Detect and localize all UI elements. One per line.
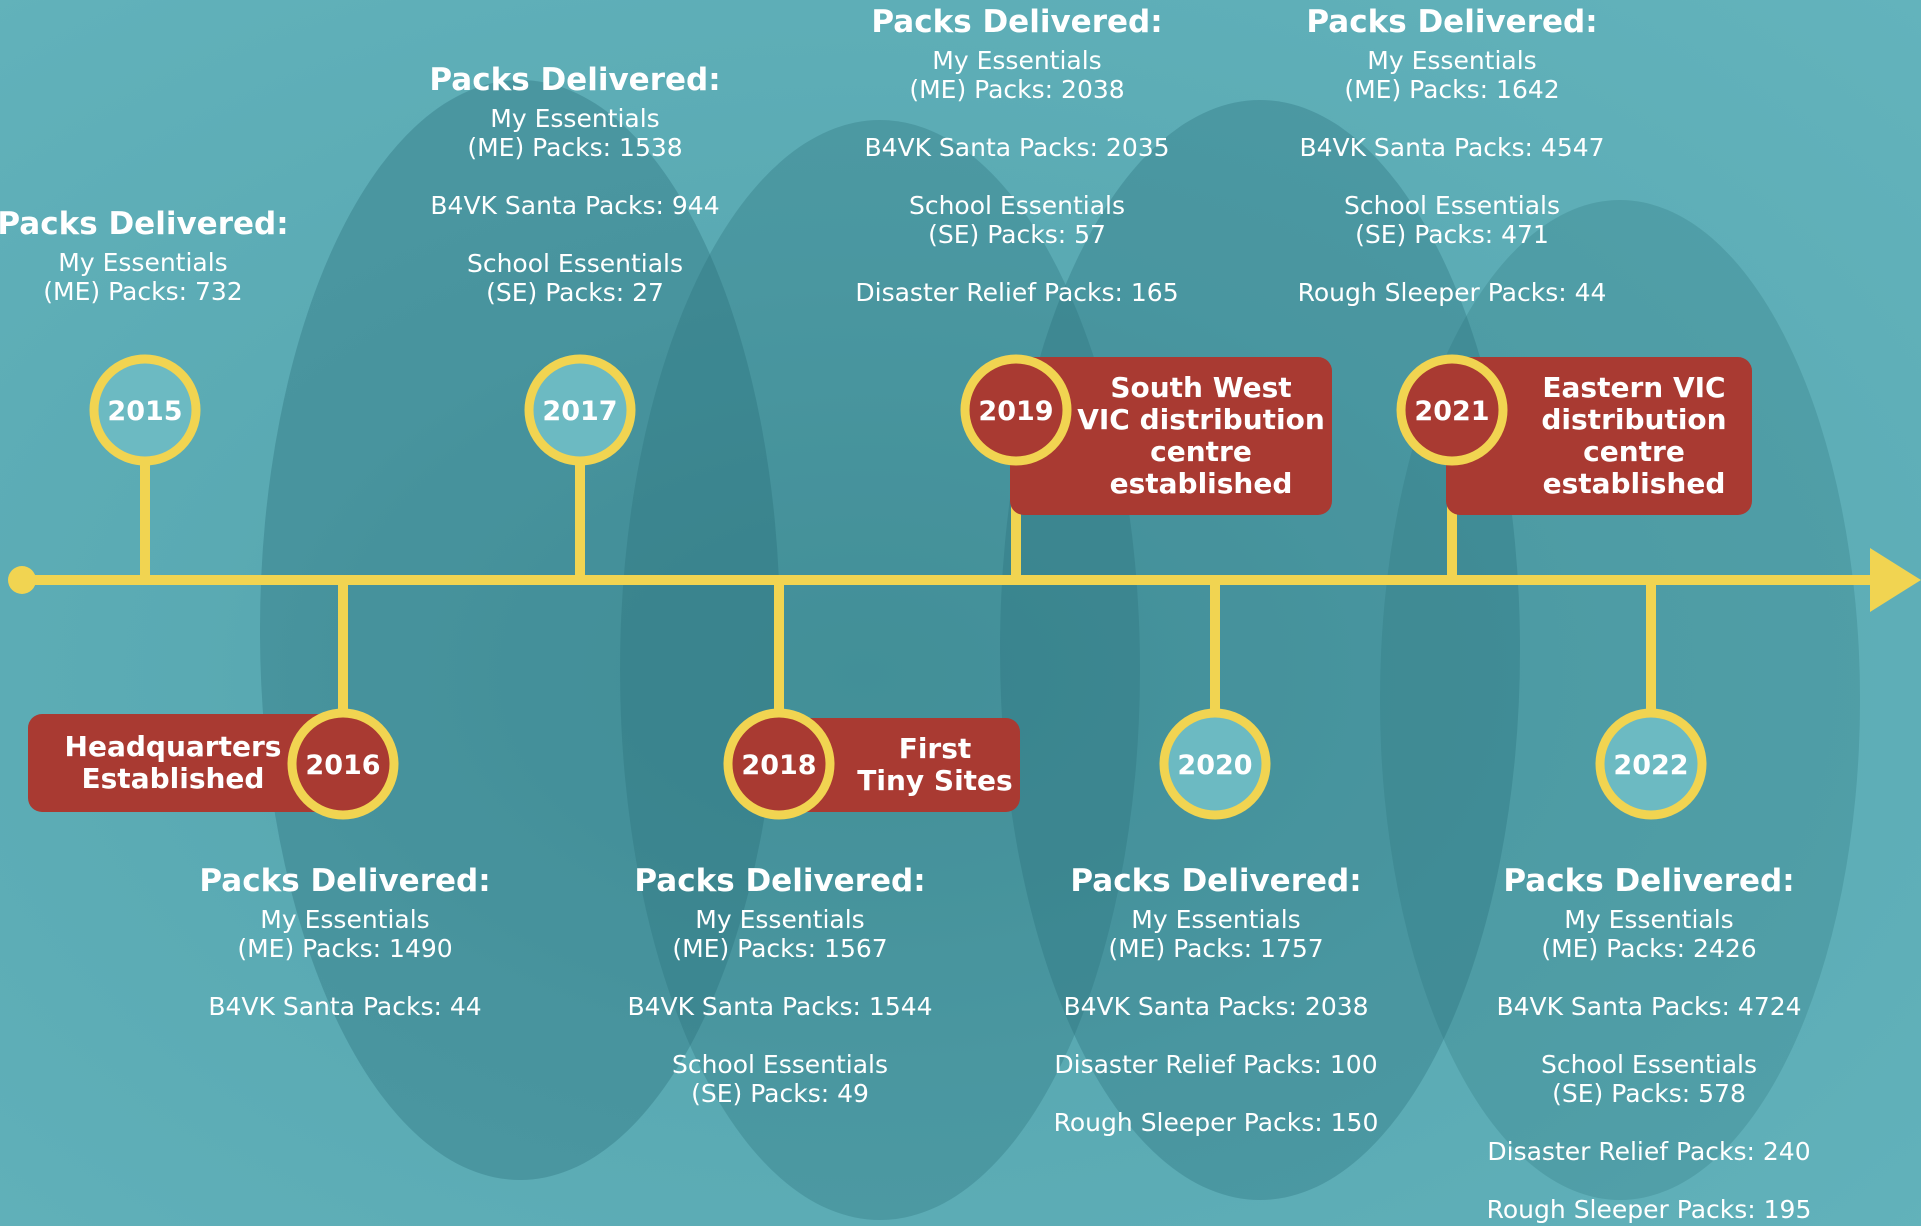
info-heading: Packs Delivered: <box>429 62 721 98</box>
info-item: My Essentials (ME) Packs: 1642 <box>1344 46 1560 104</box>
info-item: School Essentials (SE) Packs: 57 <box>908 191 1126 249</box>
year-circle <box>1159 708 1271 820</box>
info-2016: Packs Delivered: My Essentials (ME) Pack… <box>115 861 575 1021</box>
info-item: School Essentials (SE) Packs: 471 <box>1343 191 1561 249</box>
year-node-2015: 2015 <box>89 354 201 466</box>
info-item: My Essentials (ME) Packs: 732 <box>43 248 243 306</box>
info-item: Disaster Relief Packs: 100 <box>1054 1050 1378 1079</box>
year-circle <box>1595 708 1707 820</box>
year-node-2019: 2019 <box>960 354 1072 466</box>
year-circle <box>1396 354 1508 466</box>
info-2017: Packs Delivered: My Essentials (ME) Pack… <box>345 60 805 307</box>
info-item: Rough Sleeper Packs: 195 <box>1486 1195 1812 1224</box>
info-item: My Essentials (ME) Packs: 1538 <box>467 104 683 162</box>
info-item: My Essentials (ME) Packs: 2426 <box>1541 905 1757 963</box>
info-item: School Essentials (SE) Packs: 578 <box>1540 1050 1758 1108</box>
year-node-2022: 2022 <box>1595 708 1707 820</box>
info-item: B4VK Santa Packs: 44 <box>208 992 482 1021</box>
year-circle <box>960 354 1072 466</box>
info-item: Rough Sleeper Packs: 150 <box>1053 1108 1379 1137</box>
info-item: B4VK Santa Packs: 2038 <box>1063 992 1369 1021</box>
info-heading: Packs Delivered: <box>199 863 491 899</box>
info-item: My Essentials (ME) Packs: 2038 <box>909 46 1125 104</box>
year-label: 2015 <box>107 396 182 427</box>
info-item: B4VK Santa Packs: 4724 <box>1496 992 1802 1021</box>
info-heading: Packs Delivered: <box>0 206 289 242</box>
year-node-2017: 2017 <box>524 354 636 466</box>
timeline-arrow-head <box>1870 548 1921 612</box>
info-heading: Packs Delivered: <box>1306 4 1598 40</box>
year-label: 2016 <box>305 750 380 781</box>
year-node-2018: 2018 <box>723 708 835 820</box>
year-label: 2021 <box>1414 396 1489 427</box>
info-heading: Packs Delivered: <box>871 4 1163 40</box>
info-item: Disaster Relief Packs: 165 <box>855 278 1179 307</box>
info-2018: Packs Delivered: My Essentials (ME) Pack… <box>550 861 1010 1108</box>
info-2022: Packs Delivered: My Essentials (ME) Pack… <box>1419 861 1879 1224</box>
year-circle <box>524 354 636 466</box>
info-item: B4VK Santa Packs: 944 <box>430 191 720 220</box>
year-node-2021: 2021 <box>1396 354 1508 466</box>
info-item: B4VK Santa Packs: 4547 <box>1299 133 1605 162</box>
year-label: 2019 <box>978 396 1053 427</box>
info-item: My Essentials (ME) Packs: 1490 <box>237 905 453 963</box>
background-shade <box>620 120 1140 1220</box>
info-item: School Essentials (SE) Packs: 27 <box>466 249 684 307</box>
info-item: Disaster Relief Packs: 240 <box>1487 1137 1811 1166</box>
year-circle <box>287 708 399 820</box>
info-item: School Essentials (SE) Packs: 49 <box>671 1050 889 1108</box>
timeline-start-dot <box>8 566 36 594</box>
info-item: B4VK Santa Packs: 1544 <box>627 992 933 1021</box>
year-label: 2022 <box>1613 750 1688 781</box>
info-2021: Packs Delivered: My Essentials (ME) Pack… <box>1222 2 1682 307</box>
year-node-2016: 2016 <box>287 708 399 820</box>
background-shade <box>1000 100 1520 1200</box>
info-2020: Packs Delivered: My Essentials (ME) Pack… <box>986 861 1446 1137</box>
info-item: My Essentials (ME) Packs: 1757 <box>1108 905 1324 963</box>
info-item: My Essentials (ME) Packs: 1567 <box>672 905 888 963</box>
info-item: B4VK Santa Packs: 2035 <box>864 133 1170 162</box>
info-heading: Packs Delivered: <box>1503 863 1795 899</box>
year-label: 2017 <box>542 396 617 427</box>
info-heading: Packs Delivered: <box>1070 863 1362 899</box>
year-circle <box>89 354 201 466</box>
year-label: 2018 <box>741 750 816 781</box>
info-heading: Packs Delivered: <box>634 863 926 899</box>
year-label: 2020 <box>1177 750 1252 781</box>
info-2019: Packs Delivered: My Essentials (ME) Pack… <box>787 2 1247 307</box>
info-2015: Packs Delivered: My Essentials (ME) Pack… <box>0 204 373 306</box>
year-node-2020: 2020 <box>1159 708 1271 820</box>
year-circle <box>723 708 835 820</box>
info-item: Rough Sleeper Packs: 44 <box>1297 278 1607 307</box>
